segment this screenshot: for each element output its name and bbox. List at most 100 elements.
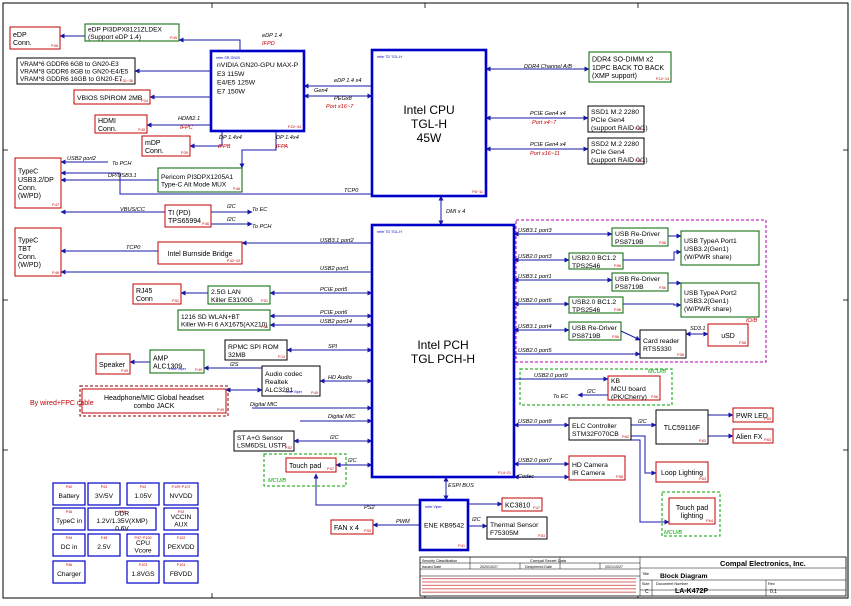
box-outline — [95, 353, 131, 375]
page-ref: P.63 — [699, 477, 706, 481]
signal-usb2p5: USB2.0 port5 — [518, 348, 552, 354]
box-text: TPS2546 — [572, 263, 601, 270]
signal-spi: SPI — [328, 344, 337, 350]
signal-tcp0b: TCP0 — [126, 245, 141, 251]
disclaimer-text — [422, 588, 636, 590]
chip-text: E7 150W — [217, 88, 246, 95]
signal-to_ec2: To EC — [553, 394, 569, 400]
box-text: eDP — [13, 32, 27, 39]
power-label: 1.8VGS — [131, 571, 155, 578]
box-text: uSD — [721, 333, 735, 340]
page-ref: P.92 — [178, 510, 185, 514]
signal-ifpb: IFPB — [218, 144, 231, 150]
box-text: Speaker — [99, 362, 126, 369]
page-ref: P.49 — [121, 369, 128, 373]
box-text: STM32F070CB — [572, 431, 619, 438]
page-ref: P.97~P.100 — [135, 536, 152, 540]
box-text: PS8719B — [572, 333, 601, 340]
disclaimer-text — [422, 591, 636, 593]
box-text: USB Re-Driver — [615, 276, 661, 283]
power-outline — [126, 560, 160, 584]
power-label: AUX — [174, 522, 188, 529]
box-outline — [568, 252, 624, 270]
box-text: HD Camera — [572, 462, 608, 469]
deciphered-label: Deciphered Date — [525, 565, 552, 569]
box-text: Killer E3100G — [211, 297, 253, 304]
issued-date: 2020/10/27 — [480, 565, 498, 569]
signal-espi: ESPI BUS — [448, 483, 474, 489]
signal-ps2: PS2 — [364, 505, 375, 511]
page-ref: P.49 — [217, 408, 224, 412]
signal-to_pch: To PCH — [112, 161, 132, 167]
box-outline — [655, 409, 709, 445]
box-text: USB Re-Driver — [572, 325, 618, 332]
signal-pwm: PWM — [396, 519, 410, 525]
signal-gen4: Gen4 — [314, 88, 328, 94]
signal-peg: PEGx8 — [334, 96, 353, 102]
doc-number: LA-K472P — [675, 588, 708, 595]
page-ref: P.61 — [101, 485, 108, 489]
signal-dp14b: DP 1.4x4 — [276, 135, 299, 141]
power-outline — [163, 482, 199, 506]
signal-vbus: VBUS/CC — [120, 207, 146, 213]
signal-i2c_s: I2C — [330, 435, 340, 441]
box-text: PCIe Gen4 — [591, 149, 625, 156]
page-ref: P.22~44 — [288, 125, 301, 129]
signal-i2c_pch: I2C — [227, 217, 237, 223]
box-outline — [501, 497, 543, 512]
signal-wire — [623, 302, 682, 308]
power-outline — [126, 482, 160, 506]
box-outline — [655, 461, 709, 483]
page-ref: P.51 — [172, 299, 179, 303]
box-outline — [73, 89, 151, 105]
box-text: MCU board — [611, 386, 646, 393]
title-label: Title — [642, 572, 649, 576]
box-text: Killer Wi-Fi 6 AX1675(AX210) — [181, 322, 268, 329]
box-outline — [587, 137, 645, 165]
box-outline — [141, 135, 191, 157]
signal-tcp0: TCP0 — [344, 188, 359, 194]
page-ref: P.46 — [52, 271, 59, 275]
box-outline — [568, 417, 632, 441]
power-label: Vcore — [134, 548, 152, 555]
page-ref: P.40 — [138, 128, 145, 132]
mcu-board-region-tpl — [661, 491, 721, 537]
power-label: PEXVDD — [167, 544, 194, 551]
signal-dp14a: DP 1.4x4 — [219, 135, 242, 141]
box-text: mDP — [145, 140, 161, 147]
page-ref: P.64 — [706, 519, 713, 523]
chip-text: E4/E5 125W — [217, 80, 256, 87]
box-outline — [261, 365, 321, 397]
box-text: (support RAID 0/1) — [591, 157, 648, 164]
power-label: FBVDD — [170, 571, 193, 578]
page-ref: P.66 — [66, 510, 73, 514]
signal-ifpd: IFPD — [262, 41, 275, 47]
box-edp-redriver: eDP PI3DPX8121ZLDEX(Support eDP 1.4)P.45 — [84, 23, 180, 42]
box-text: USB3.2(Gen1) — [684, 298, 729, 305]
box-text: ALC3281 — [265, 387, 294, 394]
box-text: TypeC — [18, 169, 38, 176]
box-text: Alien FX — [736, 434, 763, 441]
page-ref: P.56 — [614, 264, 621, 268]
power-box: 2.5VP.45 — [87, 533, 121, 557]
power-outline — [52, 482, 86, 506]
chip-outline — [209, 49, 306, 133]
box-text: TBT — [18, 246, 32, 253]
box-text: Loop Lighting — [661, 470, 703, 477]
signal-wire — [239, 131, 277, 169]
